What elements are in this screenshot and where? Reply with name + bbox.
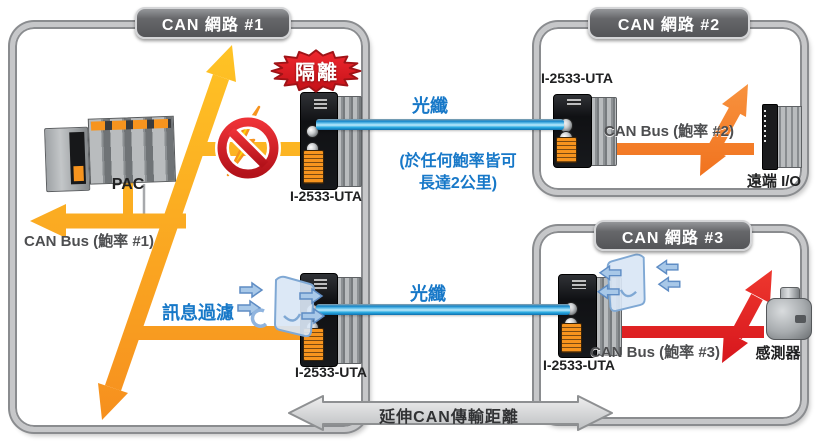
tab-can-network-1: CAN 網路 #1 [135,7,291,39]
sensor-device-image [766,287,812,340]
module-led-display [313,98,328,110]
canbus1-label: CAN Bus (鮑率 #1) [24,233,155,250]
rio-heatsink [773,105,802,169]
can-terminal-block [556,136,578,164]
fiber-label-top: 光纖 [412,96,448,116]
fiber-note-line2: 長達2公里) [418,175,498,192]
can-terminal-block [303,149,324,185]
module-led-display [567,99,582,107]
pac-connector [73,165,84,182]
module-led-display [572,279,587,289]
rio-leds [764,110,767,144]
can-terminal-block [561,322,583,353]
sensor-tag [794,314,807,324]
message-filter-icon [237,275,326,338]
message-filter-icon [596,253,681,312]
pac-io-slots [87,115,177,185]
i2533uta-module-net3 [558,274,622,358]
remote-io-device-image [762,104,802,170]
isolation-badge-label: 隔離 [295,62,339,84]
module-label-net1-bottom: I-2533-UTA [294,364,368,380]
module-label-net3: I-2533-UTA [542,357,616,373]
module-label-net2: I-2533-UTA [540,70,614,86]
module-led-display [313,279,328,290]
fiber-label-bottom: 光纖 [410,284,446,304]
remote-io-label: 遠端 I/O [746,173,802,190]
message-filter-label: 訊息過濾 [162,303,234,323]
fiber-note-line1: (於任何鮑率皆可 [399,153,517,170]
tab-label: CAN 網路 #1 [161,17,265,34]
pac-cpu-unit [44,126,91,193]
fiber-port-icon [305,124,320,139]
tab-can-network-2: CAN 網路 #2 [588,7,750,39]
tab-label: CAN 網路 #3 [621,229,725,247]
isolation-starburst-icon [270,49,362,93]
fiber-cable-bottom [316,304,570,315]
pac-label: PAC [111,176,145,193]
tab-label: CAN 網路 #2 [617,17,721,34]
rio-front-panel [762,104,778,170]
sensor-label: 感測器 [755,345,801,362]
prohibition-icon [215,105,281,181]
tab-can-network-3: CAN 網路 #3 [594,220,752,251]
canbus3-label: CAN Bus (鮑率 #3) [590,344,721,361]
module-label-net1-top: I-2533-UTA [289,188,363,204]
i2533uta-module-net1-top [300,92,362,190]
canbus2-label: CAN Bus (鮑率 #2) [604,123,735,140]
fiber-cable-top [316,119,564,130]
extend-distance-label: 延伸CAN傳輸距離 [379,409,519,426]
pac-slot-caps [90,118,172,131]
